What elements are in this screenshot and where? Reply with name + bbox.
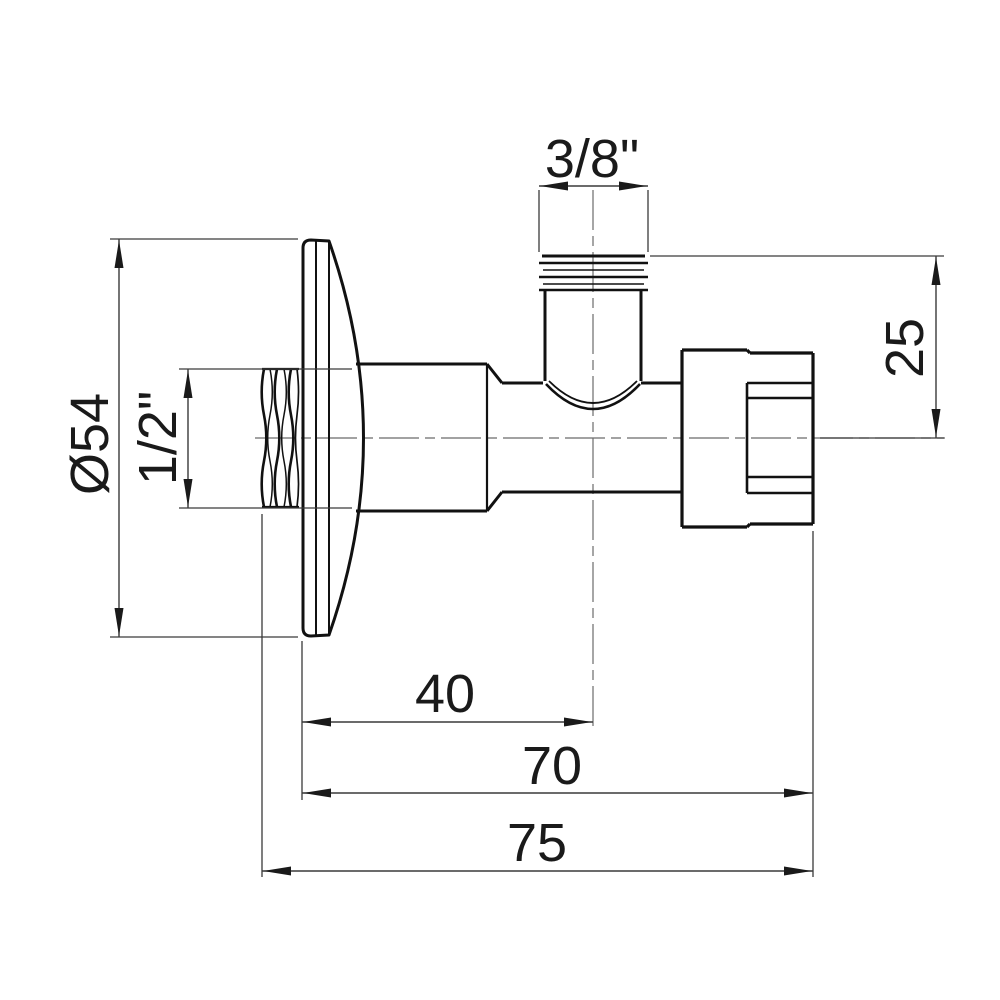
dimension-top-thread: 3/8" — [538, 129, 649, 252]
dimension-length-75: 75 — [261, 514, 813, 877]
center-lines — [255, 190, 945, 731]
outlet-nut — [680, 348, 815, 529]
dim-label-branch-height: 25 — [875, 318, 935, 378]
valve-outline — [260, 238, 815, 638]
dim-label-top-thread: 3/8" — [545, 129, 639, 189]
dim-label-flange-diameter: Ø54 — [60, 393, 120, 495]
arrow-right-icon — [619, 181, 647, 191]
arrow-left-icon — [263, 866, 291, 876]
arrow-right-icon — [784, 788, 812, 798]
dimension-left-thread: 1/2" — [128, 368, 352, 509]
dimension-length-70: 70 — [302, 531, 814, 877]
arrow-down-icon — [931, 409, 941, 437]
dimension-flange-diameter: Ø54 — [60, 238, 298, 638]
dim-label-length-75: 75 — [507, 813, 567, 873]
dimension-branch-height: 25 — [650, 255, 944, 439]
branch-pipe — [543, 290, 682, 411]
branch-saddle-seam — [545, 383, 641, 411]
arrow-down-icon — [114, 608, 124, 636]
arrow-left-icon — [540, 181, 568, 191]
arrow-right-icon — [784, 866, 812, 876]
top-thread — [539, 254, 648, 292]
dimension-length-40: 40 — [301, 641, 593, 800]
dim-label-left-thread: 1/2" — [128, 391, 188, 485]
arrow-up-icon — [183, 370, 193, 398]
arrow-up-icon — [931, 257, 941, 285]
arrow-down-icon — [183, 479, 193, 507]
flange — [301, 238, 365, 638]
arrow-left-icon — [303, 717, 331, 727]
left-thread — [260, 367, 300, 509]
dim-label-length-70: 70 — [522, 736, 582, 796]
arrow-left-icon — [303, 788, 331, 798]
body-cylinder — [356, 362, 681, 513]
arrow-up-icon — [114, 240, 124, 268]
arrow-right-icon — [564, 717, 592, 727]
dim-label-length-40: 40 — [415, 664, 475, 724]
